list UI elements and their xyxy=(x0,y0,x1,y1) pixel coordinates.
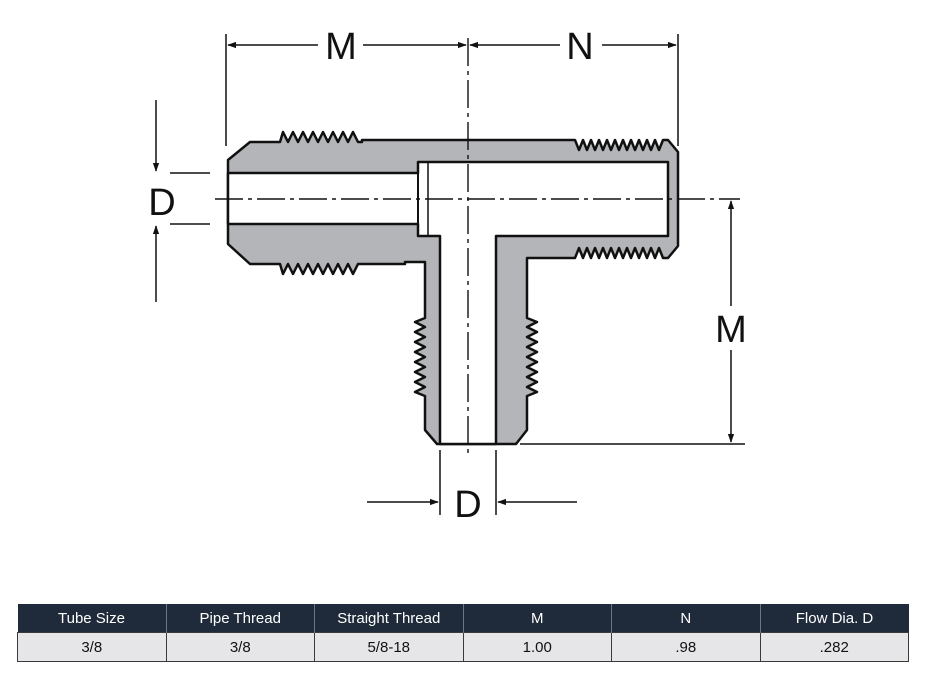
label-d-bottom: D xyxy=(454,484,481,526)
label-d-left: D xyxy=(148,182,175,224)
header-straight-thread: Straight Thread xyxy=(314,604,463,633)
cell-straight-thread: 5/8-18 xyxy=(314,632,464,662)
header-n: N xyxy=(611,604,760,633)
dimension-table: Tube Size Pipe Thread Straight Thread M … xyxy=(17,604,909,662)
header-pipe-thread: Pipe Thread xyxy=(165,604,315,633)
cell-n: .98 xyxy=(611,632,761,662)
header-tube-size: Tube Size xyxy=(17,604,166,633)
header-m: M xyxy=(462,604,612,633)
table-row: 3/8 3/8 5/8-18 1.00 .98 .282 xyxy=(17,632,909,662)
label-m-top: M xyxy=(325,26,357,68)
flow-bore xyxy=(226,160,670,446)
tee-fitting-drawing: M N D M D xyxy=(148,26,747,526)
label-n-top: N xyxy=(566,26,593,68)
table-header-row: Tube Size Pipe Thread Straight Thread M … xyxy=(17,604,909,633)
cell-pipe-thread: 3/8 xyxy=(165,632,315,662)
cell-tube-size: 3/8 xyxy=(17,632,167,662)
cell-flow-dia: .282 xyxy=(759,632,909,662)
label-m-right: M xyxy=(715,309,747,351)
cell-m: 1.00 xyxy=(462,632,612,662)
header-flow-dia: Flow Dia. D xyxy=(759,604,909,633)
